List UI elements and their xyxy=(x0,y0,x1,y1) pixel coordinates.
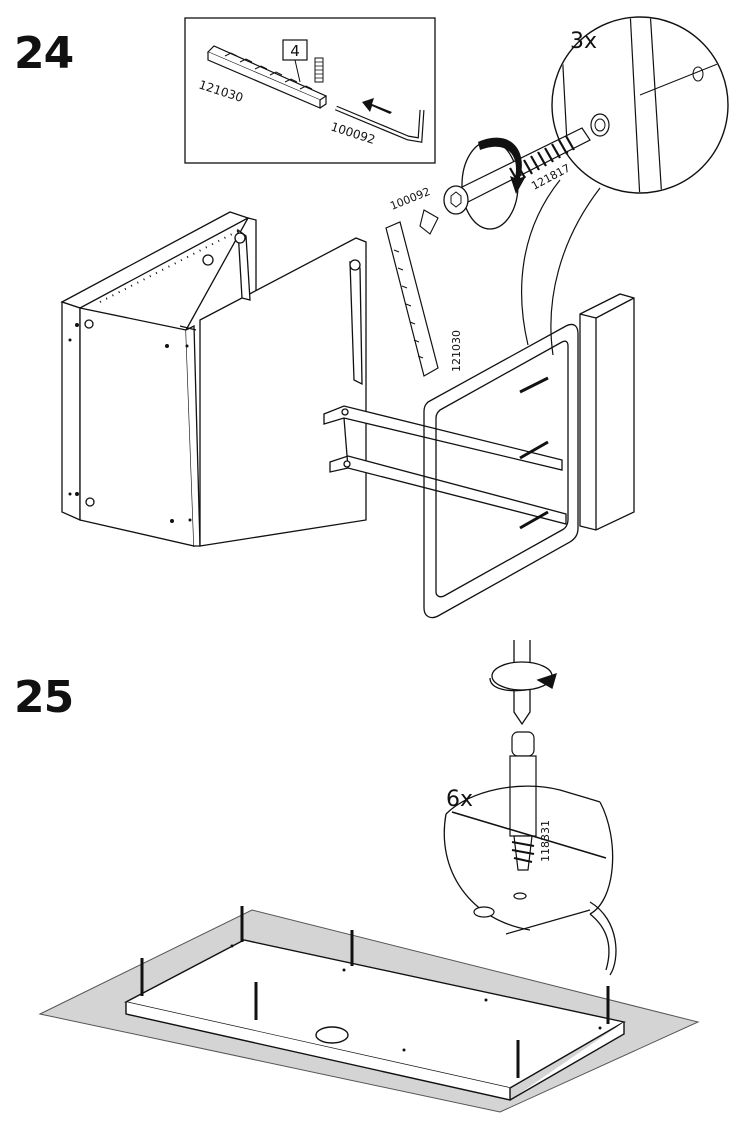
inset-detail-box: 4 121030 100092 xyxy=(184,17,436,164)
rotate-arrow-icon xyxy=(478,137,526,194)
cabinet-frame xyxy=(60,211,367,547)
quantity-label-6x: 6x xyxy=(446,787,473,812)
rail-label: 121030 xyxy=(450,330,463,372)
cross-rails xyxy=(323,405,567,525)
dowel-label: 118331 xyxy=(539,820,552,862)
zoom-detail-circle-25: 6x xyxy=(443,785,617,976)
screw-icon xyxy=(314,57,324,83)
step-number-25: 25 xyxy=(14,672,74,723)
box-number: 4 xyxy=(290,42,300,60)
front-frame xyxy=(423,323,579,619)
bracket-label: 100092 xyxy=(388,185,432,213)
side-panel xyxy=(579,293,635,531)
allen-key-icon xyxy=(335,105,425,143)
bottom-panel xyxy=(123,906,626,1101)
zoom-detail-circle: 3x xyxy=(521,16,729,356)
screwdriver-icon xyxy=(489,640,557,726)
screw-row xyxy=(519,376,549,530)
rail-part-icon xyxy=(206,45,328,109)
insert-arrow-icon xyxy=(362,98,392,114)
cam-dowel-118331-icon xyxy=(509,731,537,871)
bolt-121817-icon: 121817 xyxy=(443,127,591,230)
quantity-label-3x: 3x xyxy=(570,29,597,54)
dowels-on-panel xyxy=(140,906,610,1078)
step-number-24: 24 xyxy=(14,28,74,79)
